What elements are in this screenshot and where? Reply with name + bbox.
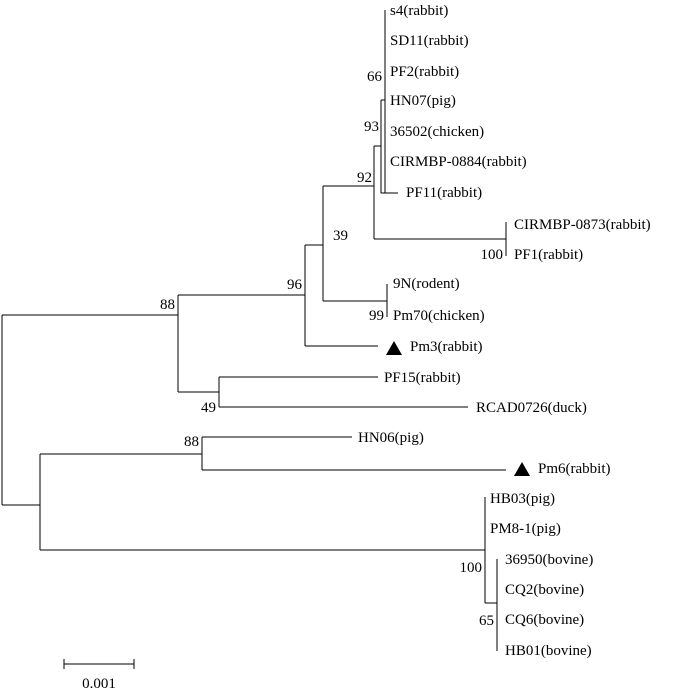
taxon-s4: s4(rabbit) bbox=[390, 3, 448, 19]
bootstrap-65: 65 bbox=[479, 613, 494, 629]
taxon-pf2: PF2(rabbit) bbox=[390, 64, 459, 80]
taxon-hn07: HN07(pig) bbox=[390, 93, 456, 109]
taxon-rcad0726: RCAD0726(duck) bbox=[476, 400, 587, 416]
scale-bar: 0.001 bbox=[63, 659, 135, 692]
taxon-pm8-1: PM8-1(pig) bbox=[490, 521, 561, 537]
bootstrap-100-bovine: 100 bbox=[460, 560, 483, 576]
taxon-hb01: HB01(bovine) bbox=[505, 643, 592, 659]
taxon-36950: 36950(bovine) bbox=[505, 552, 593, 568]
taxon-pm70: Pm70(chicken) bbox=[393, 308, 485, 324]
taxon-9n: 9N(rodent) bbox=[393, 276, 460, 292]
taxon-pf1: PF1(rabbit) bbox=[514, 247, 583, 263]
taxon-hb03: HB03(pig) bbox=[490, 491, 555, 507]
bootstrap-92: 92 bbox=[357, 170, 372, 186]
bootstrap-100-pf1: 100 bbox=[481, 247, 504, 263]
triangle-marker-pm6 bbox=[514, 462, 530, 476]
taxon-cirmbp-0884: CIRMBP-0884(rabbit) bbox=[390, 154, 527, 170]
taxon-cq2: CQ2(bovine) bbox=[505, 582, 584, 598]
taxon-cq6: CQ6(bovine) bbox=[505, 612, 584, 628]
taxon-hn06: HN06(pig) bbox=[358, 430, 424, 446]
bootstrap-39: 39 bbox=[333, 228, 348, 244]
taxon-pf11: PF11(rabbit) bbox=[406, 185, 482, 201]
bootstrap-49: 49 bbox=[201, 400, 216, 416]
taxon-pf15: PF15(rabbit) bbox=[384, 370, 461, 386]
bootstrap-96: 96 bbox=[287, 277, 303, 293]
triangle-marker-pm3 bbox=[386, 341, 402, 355]
scale-bar-label: 0.001 bbox=[82, 676, 116, 692]
taxon-pm3: Pm3(rabbit) bbox=[410, 339, 483, 355]
bootstrap-93: 93 bbox=[364, 119, 379, 135]
bootstrap-88-top: 88 bbox=[160, 297, 175, 313]
taxon-cirmbp-0873: CIRMBP-0873(rabbit) bbox=[514, 217, 651, 233]
bootstrap-99: 99 bbox=[369, 308, 384, 324]
taxon-pm6: Pm6(rabbit) bbox=[538, 461, 611, 477]
bootstrap-66: 66 bbox=[367, 69, 383, 85]
bootstrap-88-pig: 88 bbox=[184, 434, 199, 450]
taxon-sd11: SD11(rabbit) bbox=[390, 33, 469, 49]
taxon-36502: 36502(chicken) bbox=[390, 124, 484, 140]
